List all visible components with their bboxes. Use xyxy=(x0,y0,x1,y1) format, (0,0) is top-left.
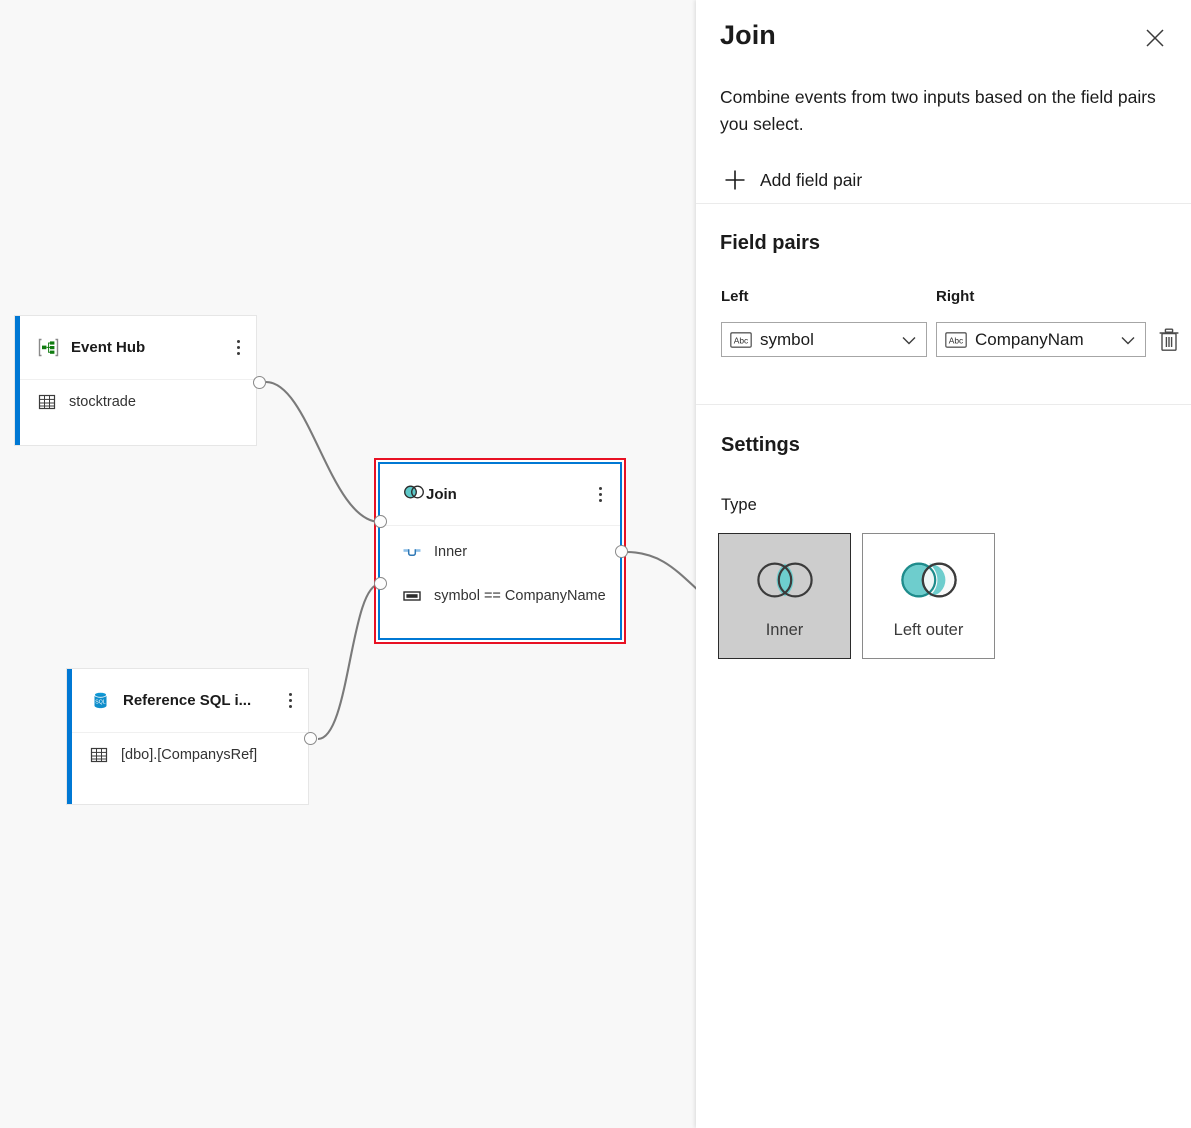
pipeline-canvas[interactable]: Event Hub stocktrade xyxy=(0,0,696,1128)
field-pairs-heading: Field pairs xyxy=(720,232,821,254)
edge-eventhub-join xyxy=(265,380,381,524)
node-reference-sql-input[interactable]: SQL Reference SQL i... [dbo].[CompanysRe… xyxy=(66,668,309,805)
abc-string-icon: Abc xyxy=(730,331,752,348)
column-label-right: Right xyxy=(936,288,975,305)
node-more-options-icon[interactable] xyxy=(590,481,610,509)
sql-database-icon: SQL xyxy=(89,690,111,712)
join-type-icon xyxy=(402,542,422,562)
venn-left-outer-icon xyxy=(888,554,970,611)
edge-refsql-join xyxy=(317,582,381,741)
node-row-label: [dbo].[CompanysRef] xyxy=(121,747,258,763)
node-title: Reference SQL i... xyxy=(123,692,252,709)
panel-divider xyxy=(696,404,1191,405)
left-field-dropdown[interactable]: Abc symbol xyxy=(721,322,927,357)
panel-description: Combine events from two inputs based on … xyxy=(720,87,1156,134)
svg-text:Abc: Abc xyxy=(734,335,748,345)
add-field-pair-label: Add field pair xyxy=(760,169,863,190)
node-accent-bar xyxy=(67,669,72,804)
join-venn-icon xyxy=(402,483,426,506)
field-condition-icon xyxy=(402,586,422,606)
node-row-label: symbol == CompanyName xyxy=(434,588,606,604)
svg-text:SQL: SQL xyxy=(95,700,105,706)
column-label-left: Left xyxy=(721,288,749,305)
chevron-down-icon xyxy=(1115,327,1141,353)
node-join-selection[interactable]: Join Inner xyxy=(374,458,626,644)
node-more-options-icon[interactable] xyxy=(228,334,248,362)
right-field-value: CompanyNam xyxy=(975,329,1084,349)
node-accent-bar xyxy=(15,316,20,445)
port-join-input-right[interactable] xyxy=(374,577,387,590)
venn-inner-icon xyxy=(744,554,826,611)
node-row-join-condition[interactable]: symbol == CompanyName xyxy=(380,574,620,618)
node-title: Event Hub xyxy=(71,339,146,356)
node-title: Join xyxy=(426,486,457,503)
node-more-options-icon[interactable] xyxy=(280,687,300,715)
abc-string-icon: Abc xyxy=(945,331,967,348)
port-join-output[interactable] xyxy=(615,545,628,558)
node-join[interactable]: Join Inner xyxy=(378,462,622,640)
left-field-value: symbol xyxy=(760,329,814,349)
port-eventhub-output[interactable] xyxy=(253,376,266,389)
node-row-label: Inner xyxy=(434,544,468,560)
table-icon xyxy=(37,392,57,412)
node-header: Event Hub xyxy=(15,316,256,380)
port-refsql-output[interactable] xyxy=(304,732,317,745)
node-header: SQL Reference SQL i... xyxy=(67,669,308,733)
join-type-option-left-outer[interactable]: Left outer xyxy=(862,533,995,659)
svg-text:Abc: Abc xyxy=(949,335,963,345)
node-event-hub[interactable]: Event Hub stocktrade xyxy=(14,315,257,446)
join-type-option-inner[interactable]: Inner xyxy=(718,533,851,659)
node-row-label: stocktrade xyxy=(69,394,136,410)
delete-field-pair-button[interactable] xyxy=(1152,322,1186,357)
close-icon[interactable] xyxy=(1135,18,1175,58)
settings-heading: Settings xyxy=(721,434,800,456)
join-type-label: Inner xyxy=(765,621,804,639)
node-row-join-type[interactable]: Inner xyxy=(380,530,620,574)
panel-divider xyxy=(696,203,1191,204)
trash-icon xyxy=(1159,328,1179,351)
type-label: Type xyxy=(721,496,757,514)
join-type-label: Left outer xyxy=(893,621,964,639)
node-row[interactable]: stocktrade xyxy=(15,380,256,424)
add-field-pair-button[interactable]: Add field pair xyxy=(720,162,862,198)
panel-title: Join xyxy=(720,20,776,50)
port-join-input-left[interactable] xyxy=(374,515,387,528)
edge-join-output xyxy=(625,550,696,590)
node-header: Join xyxy=(380,464,620,526)
right-field-dropdown[interactable]: Abc CompanyNam xyxy=(936,322,1146,357)
node-row[interactable]: [dbo].[CompanysRef] xyxy=(67,733,308,777)
plus-icon xyxy=(720,165,750,195)
table-icon xyxy=(89,745,109,765)
event-hub-icon xyxy=(37,337,59,359)
chevron-down-icon xyxy=(896,327,922,353)
